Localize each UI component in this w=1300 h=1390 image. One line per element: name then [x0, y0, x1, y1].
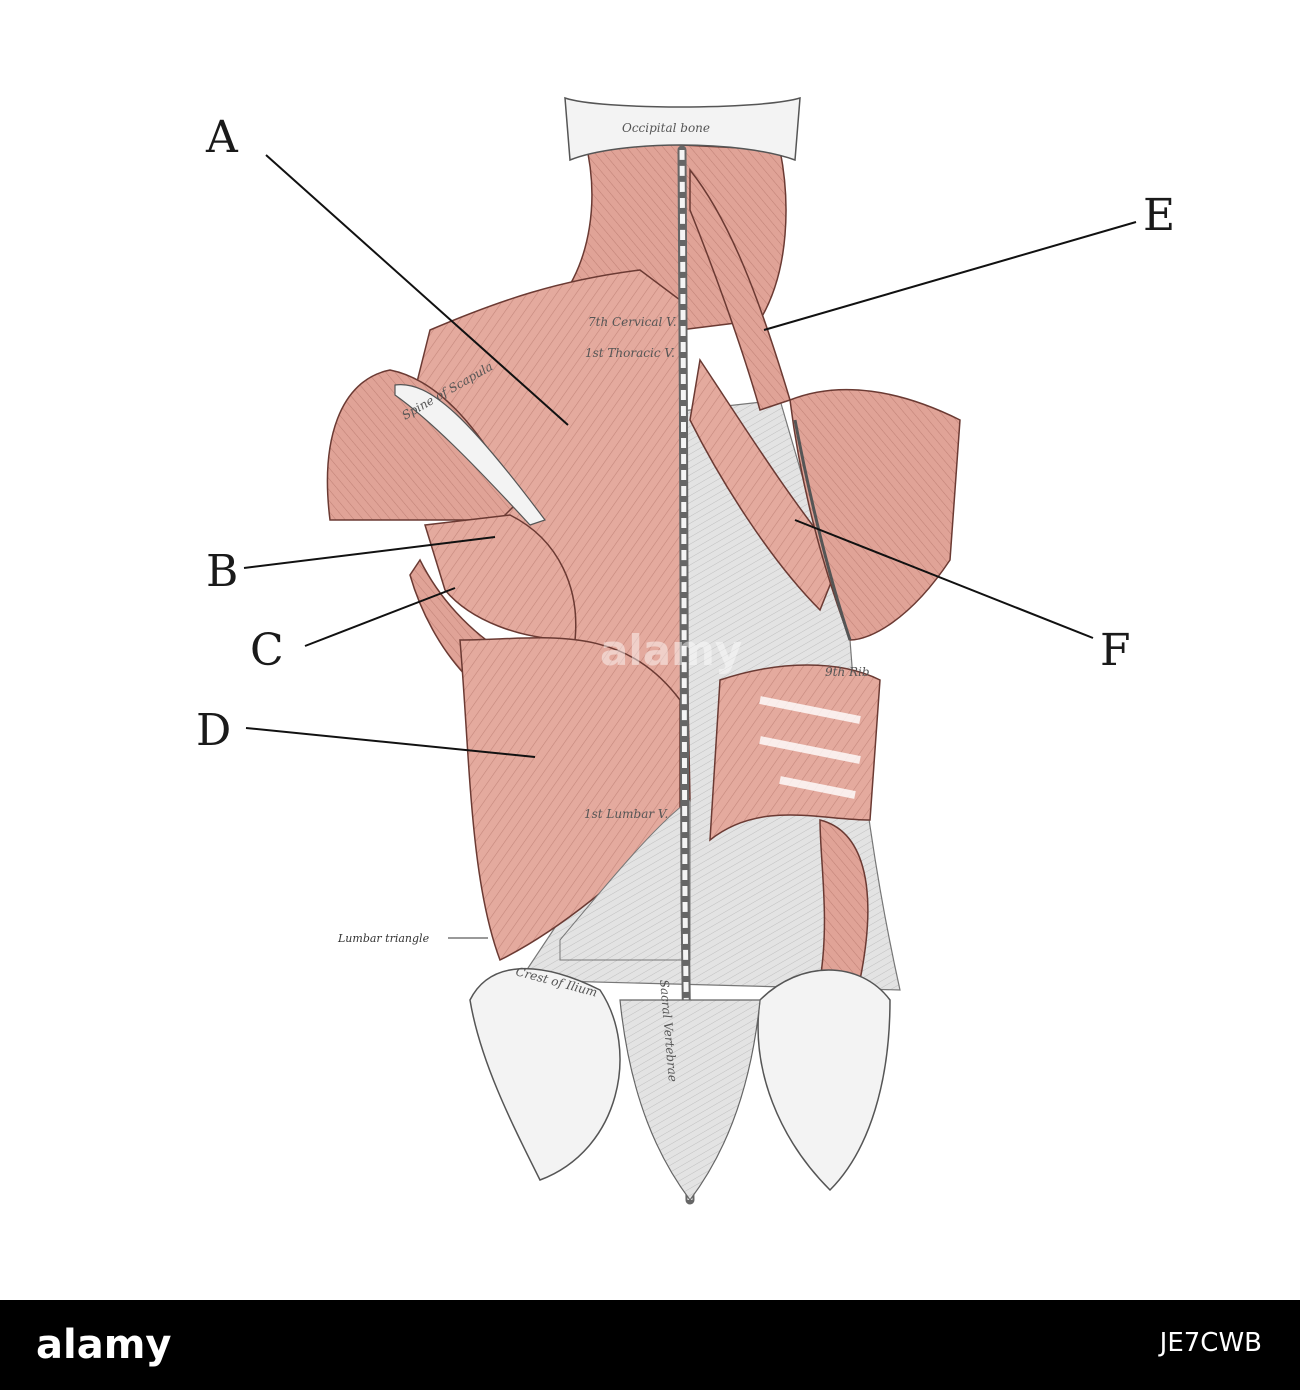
label-b: B [206, 546, 238, 597]
first-thoracic-text: 1st Thoracic V. [585, 346, 675, 360]
label-a: A [205, 112, 239, 163]
ninth-rib-text: 9th Rib [825, 665, 870, 679]
leader-line-e [763, 221, 1137, 331]
image-id-text: JE7CWB [1159, 1328, 1262, 1358]
leader-line-a [265, 154, 569, 426]
first-lumbar-text: 1st Lumbar V. [584, 807, 668, 821]
seventh-cervical-text: 7th Cervical V. [588, 315, 677, 329]
serratus-posterior-inferior [709, 664, 881, 842]
left-shoulder-muscles [326, 369, 521, 521]
anatomy-figure: Occipital bone 7th Cervical V. 1st Thora… [196, 96, 1176, 1205]
right-scapula-border [793, 419, 852, 641]
leader-line-f [794, 519, 1094, 639]
spine-of-scapula [394, 384, 546, 526]
label-f: F [1100, 625, 1131, 676]
occipital-bone-text: Occipital bone [622, 121, 710, 135]
latissimus-dorsi-muscle [459, 637, 681, 962]
lumbar-triangle-text: Lumbar triangle [337, 932, 430, 945]
label-d: D [196, 705, 231, 756]
sacrum [619, 999, 761, 1202]
levator-scapulae-muscle [689, 167, 791, 411]
rib-lines [759, 696, 861, 799]
label-c: C [250, 625, 284, 676]
alamy-logo: alamy [36, 1322, 172, 1368]
back-muscles-illustration: Occipital bone 7th Cervical V. 1st Thora… [196, 96, 1175, 1205]
occipital-bone [564, 96, 801, 162]
leader-line-d [245, 727, 536, 758]
leader-line-c [304, 587, 456, 647]
stock-footer-bar: alamy JE7CWB [0, 1300, 1300, 1390]
leader-line-b [243, 536, 496, 569]
watermark-text: alamy [600, 626, 742, 675]
latissimus-aponeurosis [559, 799, 691, 961]
right-iliac-crest [757, 969, 891, 1192]
label-e: E [1143, 190, 1175, 241]
left-iliac-crest [469, 967, 621, 1181]
rhomboid-muscles [689, 358, 841, 612]
